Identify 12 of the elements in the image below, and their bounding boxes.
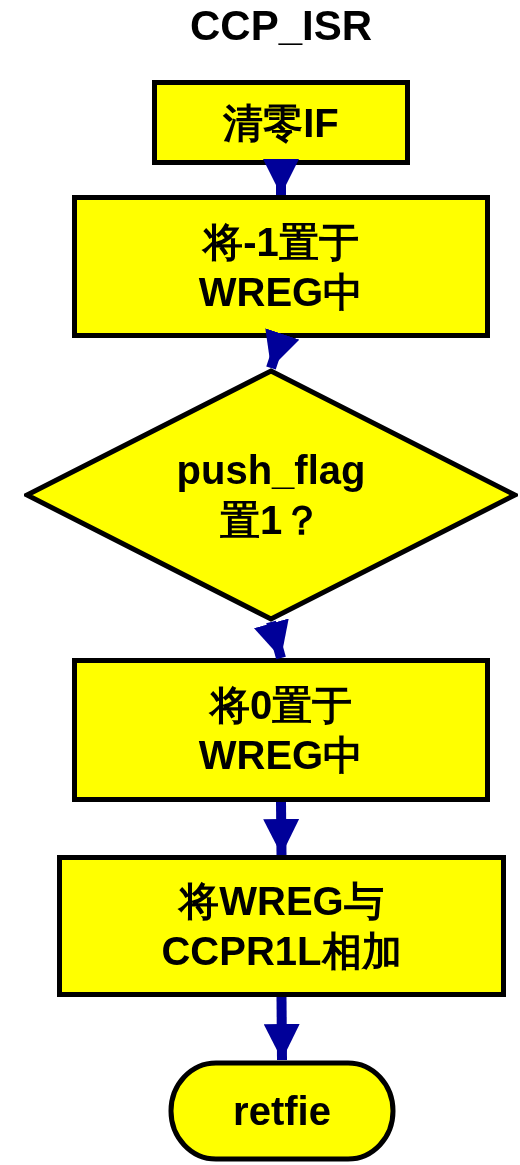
node-label: 将-1置于WREG中	[197, 218, 365, 316]
arrow	[265, 328, 300, 370]
diagram-title: CCP_ISR	[190, 4, 373, 48]
arrow	[254, 618, 289, 660]
arrow	[263, 996, 300, 1061]
node-label: 清零IF	[223, 99, 339, 147]
node-label: push_flag置1？	[175, 447, 367, 544]
arrow	[263, 159, 299, 195]
node-label: 将WREG与CCPR1L相加	[160, 878, 403, 975]
node-label: retfie	[233, 1088, 331, 1135]
arrow	[263, 801, 300, 856]
node-label: 将0置于WREG中	[197, 682, 365, 779]
